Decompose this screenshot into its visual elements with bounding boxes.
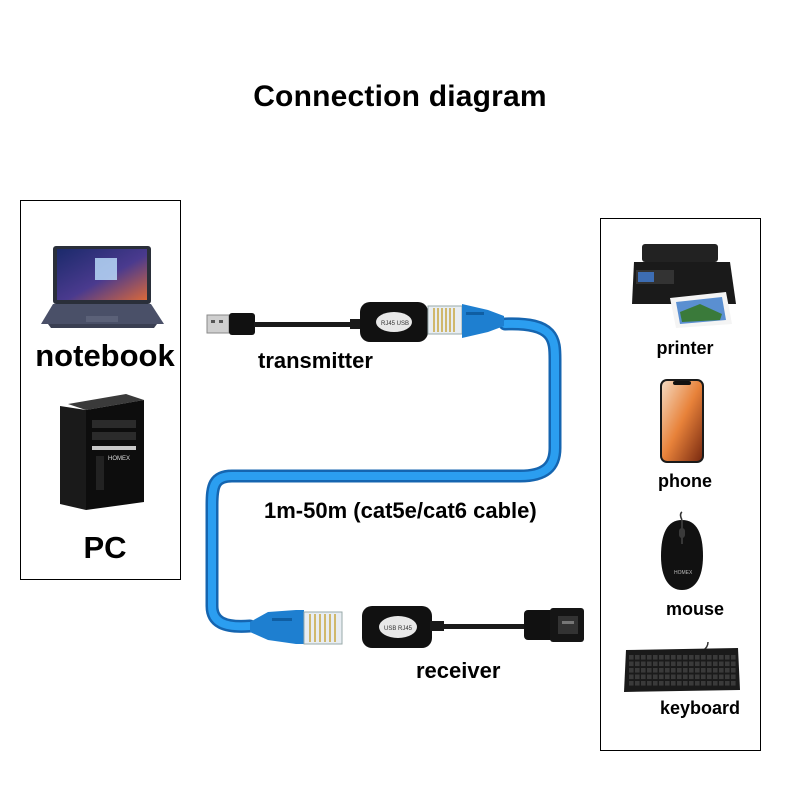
peripheral-label-mouse: mouse bbox=[665, 599, 725, 619]
transmitter-cord bbox=[254, 319, 364, 329]
svg-text:USB RJ45: USB RJ45 bbox=[384, 626, 413, 632]
peripheral-label-printer: printer bbox=[656, 338, 714, 358]
diagram-title: Connection diagram bbox=[253, 80, 547, 113]
receiver-rj45-plug-icon bbox=[250, 610, 343, 645]
host-label-notebook: notebook bbox=[35, 338, 175, 373]
desktop-tower-icon: HOMEX bbox=[60, 394, 144, 510]
svg-text:HOMEX: HOMEX bbox=[674, 570, 693, 576]
transmitter-adapter-icon: RJ45 USB bbox=[360, 302, 428, 342]
transmitter-usb-plug-icon bbox=[206, 313, 255, 335]
peripheral-label-keyboard: keyboard bbox=[659, 698, 741, 718]
host-label-pc: PC bbox=[83, 530, 127, 565]
printer-icon bbox=[632, 244, 736, 328]
receiver-adapter-icon: USB RJ45 bbox=[362, 606, 432, 648]
transmitter-label: transmitter bbox=[258, 348, 373, 373]
svg-text:RJ45 USB: RJ45 USB bbox=[381, 321, 409, 327]
keyboard-icon bbox=[624, 641, 740, 692]
receiver-label: receiver bbox=[416, 658, 501, 683]
phone-icon bbox=[660, 379, 704, 463]
mouse-icon: HOMEX bbox=[661, 511, 703, 590]
receiver-usb-socket-icon bbox=[524, 608, 584, 642]
receiver-cord bbox=[430, 621, 530, 631]
transmitter-rj45-plug-icon bbox=[427, 304, 504, 338]
cable-length-label: 1m-50m (cat5e/cat6 cable) bbox=[264, 498, 537, 523]
svg-text:HOMEX: HOMEX bbox=[108, 456, 130, 462]
peripheral-label-phone: phone bbox=[658, 471, 712, 491]
laptop-icon bbox=[41, 246, 164, 328]
